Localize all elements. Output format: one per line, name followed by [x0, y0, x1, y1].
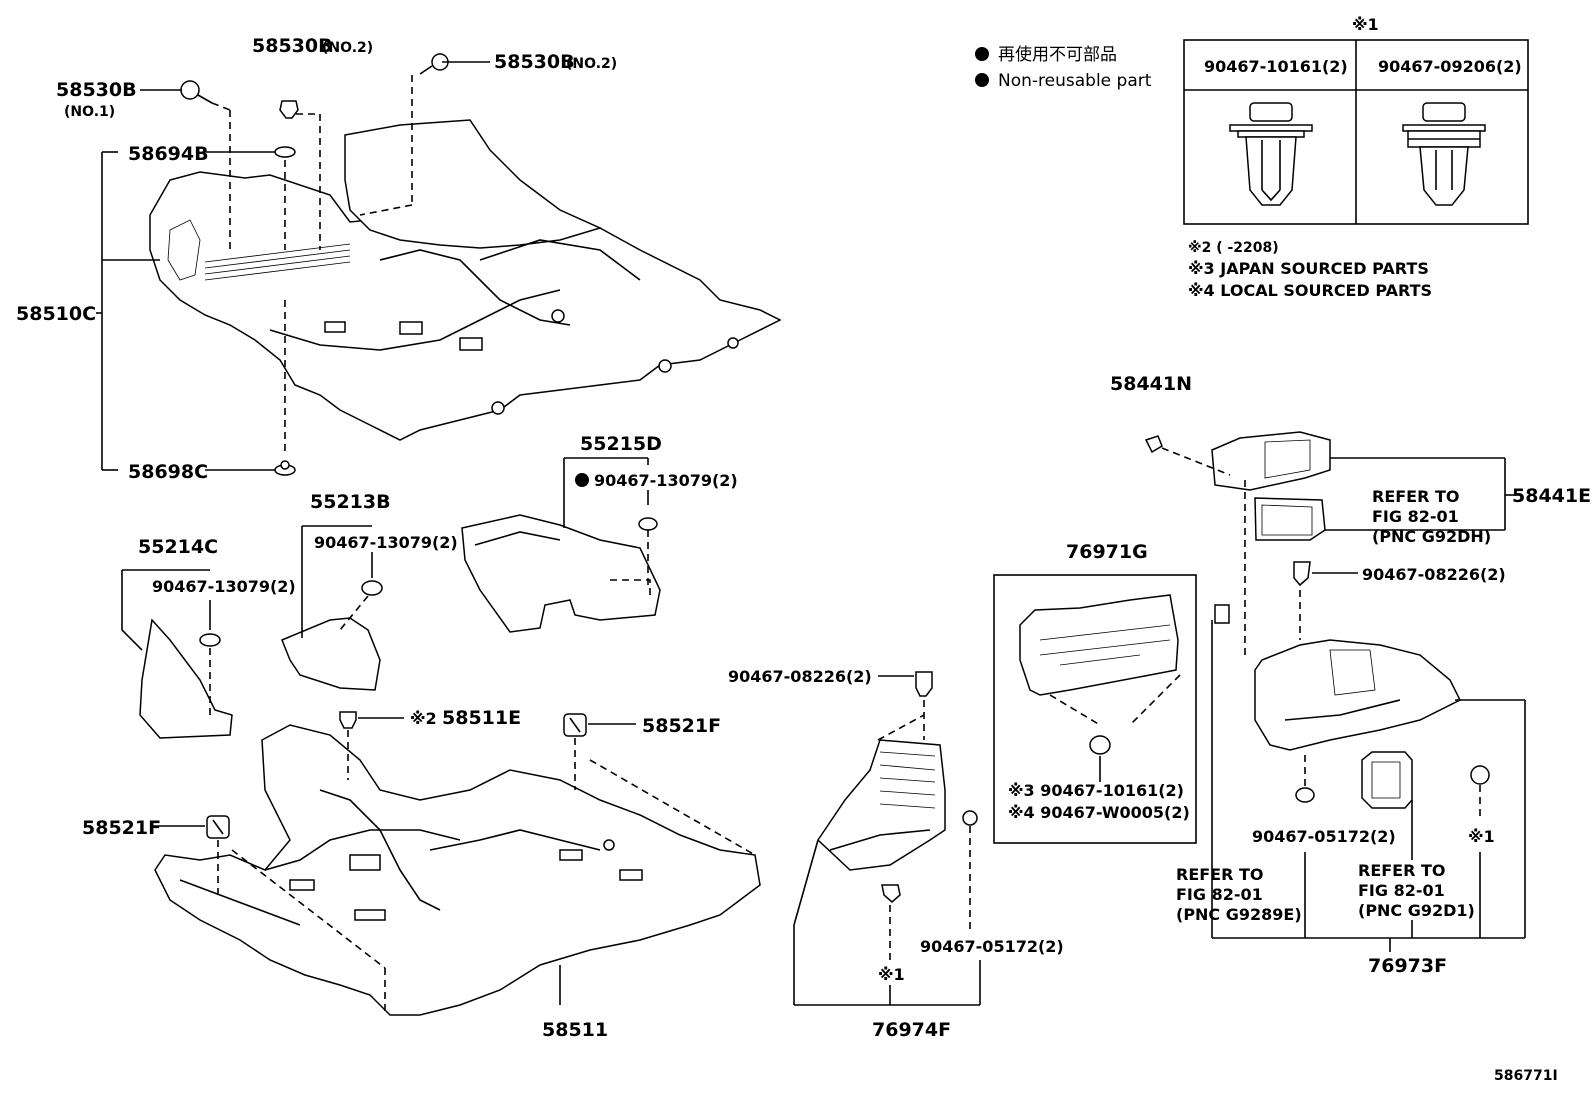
trim-58441E-drawing [1144, 431, 1331, 541]
label-90467-05172-right: 90467-05172(2) [1252, 827, 1396, 846]
label-58530B-no1: 58530B [56, 79, 137, 101]
label-76973F: 76973F [1368, 955, 1447, 977]
clip-table-col2: 90467-09206(2) [1378, 57, 1522, 76]
label-refer-g9289e-2: FIG 82-01 [1176, 885, 1263, 904]
note-2: ※2 ( -2208) [1188, 240, 1279, 256]
label-58521F-left: 58521F [82, 817, 161, 839]
label-58530B-no2-top-sub: (NO.2) [322, 40, 373, 56]
label-55213B-clip: 90467-13079(2) [314, 533, 458, 552]
label-refer-g92d1-1: REFER TO [1358, 861, 1446, 880]
label-55213B: 55213B [310, 491, 391, 513]
label-55214C-clip: 90467-13079(2) [152, 577, 296, 596]
legend: 再使用不可部品 Non-reusable part [975, 44, 1152, 91]
label-58521F-right: 58521F [642, 715, 721, 737]
clip-58530B-no1-icon [180, 80, 213, 104]
trim-76974F-drawing [817, 671, 978, 903]
label-55214C: 55214C [138, 536, 218, 558]
label-58441E: 58441E [1512, 485, 1591, 507]
label-refer-g92dh-3: (PNC G92DH) [1372, 527, 1491, 546]
label-76971G: 76971G [1066, 541, 1148, 563]
label-58441N: 58441N [1110, 373, 1192, 395]
label-76971G-clip3: ※3 90467-10161(2) [1008, 781, 1184, 800]
label-58530B-no1-sub: (NO.1) [64, 104, 115, 120]
label-90467-05172-mid: 90467-05172(2) [920, 937, 1064, 956]
clip-table: ※1 90467-10161(2) 90467-09206(2) [1183, 15, 1529, 225]
note-3: ※3 JAPAN SOURCED PARTS [1188, 259, 1429, 278]
note-4: ※4 LOCAL SOURCED PARTS [1188, 281, 1432, 300]
label-58511E: 58511E [442, 707, 521, 729]
label-58694B: 58694B [128, 143, 209, 165]
label-55215D-clip: 90467-13079(2) [594, 471, 738, 490]
mat-55215D-drawing [461, 514, 661, 633]
non-reusable-dot-icon [975, 47, 989, 61]
mat-55214C-drawing [139, 618, 233, 739]
carpet-58511-drawing [154, 724, 761, 1016]
clip-08226-right-icon [1293, 561, 1311, 587]
label-76971G-clip4: ※4 90467-W0005(2) [1008, 803, 1190, 822]
label-58510C: 58510C [16, 303, 96, 325]
legend-non-reusable-en: Non-reusable part [998, 71, 1152, 91]
label-refer-g9289e-1: REFER TO [1176, 865, 1264, 884]
label-58530B-no2-top: 58530B [252, 35, 333, 57]
carpet-58510C-drawing [149, 119, 782, 441]
trim-76973F-drawing [1214, 604, 1490, 809]
label-55215D: 55215D [580, 433, 662, 455]
grommet-58694B-icon [274, 146, 296, 158]
label-76974F: 76974F [872, 1019, 951, 1041]
notes: ※2 ( -2208) ※3 JAPAN SOURCED PARTS ※4 LO… [1188, 240, 1432, 300]
label-58698C: 58698C [128, 461, 208, 483]
legend-non-reusable-ja: 再使用不可部品 [998, 44, 1117, 65]
label-90467-08226-mid: 90467-08226(2) [728, 667, 872, 686]
non-reusable-dot-icon [575, 473, 589, 487]
label-58511: 58511 [542, 1019, 608, 1041]
label-refer-g92dh-2: FIG 82-01 [1372, 507, 1459, 526]
clip-10161-icon [1229, 102, 1313, 206]
label-refer-g9289e-3: (PNC G9289E) [1176, 905, 1302, 924]
clip-58530B-no2-icon [279, 100, 299, 119]
clip-table-col1: 90467-10161(2) [1204, 57, 1348, 76]
clip-58511E-icon [339, 711, 357, 729]
label-76973F-note: ※1 [1468, 827, 1495, 846]
clip-58521F-left-icon [206, 815, 230, 839]
mat-55213B-drawing [281, 580, 383, 691]
clip-58521F-right-icon [563, 713, 587, 737]
label-76974F-note: ※1 [878, 965, 905, 984]
label-58530B-no2-right-sub: (NO.2) [566, 56, 617, 72]
trim-76971G-box [993, 574, 1197, 844]
label-90467-08226-right: 90467-08226(2) [1362, 565, 1506, 584]
non-reusable-dot-icon [975, 73, 989, 87]
label-58511E-note: ※2 [410, 709, 437, 728]
label-refer-g92d1-2: FIG 82-01 [1358, 881, 1445, 900]
grommet-58698C-icon [274, 460, 296, 476]
clip-09206-icon [1402, 102, 1486, 206]
clip-table-note: ※1 [1352, 15, 1379, 34]
label-refer-g92dh-1: REFER TO [1372, 487, 1460, 506]
label-58530B-no2-right: 58530B [494, 51, 575, 73]
clip-58530B-no2-right-icon [419, 53, 449, 75]
figure-id: 586771I [1494, 1068, 1558, 1084]
label-refer-g92d1-3: (PNC G92D1) [1358, 901, 1475, 920]
